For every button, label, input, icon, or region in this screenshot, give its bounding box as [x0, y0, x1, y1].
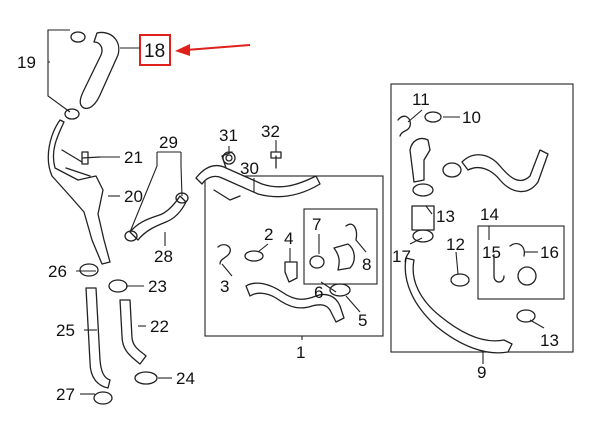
callout-19: 19	[17, 53, 36, 72]
callout-13b: 13	[540, 331, 559, 350]
clamp-26	[79, 263, 99, 277]
pipe-22	[119, 299, 147, 365]
callout-9: 9	[477, 363, 486, 382]
callout-3: 3	[220, 277, 229, 296]
callout-18: 18	[144, 41, 165, 62]
clamp-12	[450, 273, 470, 287]
pipe-9-upper	[409, 137, 431, 183]
callout-16: 16	[540, 243, 559, 262]
clamp-13a	[412, 183, 434, 197]
callout-10: 10	[462, 108, 481, 127]
bolt-21	[81, 151, 101, 165]
seal-2	[244, 250, 264, 262]
clip-8	[345, 223, 358, 241]
seal-7	[309, 255, 325, 269]
seal-16	[517, 266, 537, 286]
callout-15: 15	[482, 243, 501, 262]
ring-31-inner	[225, 154, 233, 162]
bolt-32	[270, 151, 282, 169]
callout-2: 2	[264, 225, 273, 244]
seal-10	[424, 111, 442, 123]
callout-21: 21	[124, 148, 143, 167]
callout-32: 32	[261, 122, 280, 141]
clamp-5	[329, 283, 351, 297]
callout-11: 11	[412, 90, 430, 109]
clip-15	[493, 257, 505, 283]
hose-9-right	[461, 149, 549, 193]
callout-26: 26	[48, 262, 67, 281]
callout-27: 27	[56, 385, 75, 404]
callout-6: 6	[314, 283, 323, 302]
callout-24: 24	[176, 369, 195, 388]
tee-13	[411, 205, 435, 231]
pipe-20	[47, 119, 111, 265]
clamp-top	[70, 31, 86, 43]
clamp-lower	[64, 108, 80, 120]
clip-16	[509, 242, 525, 257]
callout-13a: 13	[436, 207, 455, 226]
pipe-9-lower	[404, 257, 513, 354]
group-box-14-16	[477, 225, 565, 300]
clip-3	[217, 244, 231, 265]
pipe-30	[195, 164, 321, 198]
callout-4: 4	[284, 229, 293, 248]
pipe-30-bracket	[213, 151, 241, 201]
clamp-9-upper	[442, 162, 462, 178]
callout-23: 23	[148, 277, 167, 296]
callout-14: 14	[480, 205, 499, 224]
bracket-4	[284, 261, 298, 283]
clip-11	[397, 115, 411, 137]
callout-17: 17	[392, 247, 411, 266]
group-box-9	[390, 83, 574, 353]
elbow-6	[333, 243, 355, 271]
leader-lines	[47, 29, 545, 395]
hose-18	[79, 31, 120, 110]
callout-20: 20	[124, 187, 143, 206]
callout-29: 29	[159, 133, 178, 152]
callout-31: 31	[219, 126, 238, 145]
callout-12: 12	[446, 235, 465, 254]
pipe-25	[85, 287, 111, 389]
pipe-20-detail	[61, 149, 91, 177]
callout-28: 28	[154, 247, 173, 266]
callout-30: 30	[240, 159, 259, 178]
clamp-27	[93, 391, 113, 405]
callout-numbers: 19 21 20 26 23 25 22 24 27 29 28 31 32 3…	[17, 53, 559, 404]
highlight-arrow-head	[175, 44, 190, 56]
group-box-1	[204, 175, 384, 337]
hose-1	[245, 282, 345, 323]
clamp-13b	[516, 309, 536, 323]
callout-5: 5	[358, 311, 367, 330]
callout-8: 8	[362, 255, 371, 274]
clamp-24	[134, 371, 158, 385]
highlight-arrow-line	[185, 44, 251, 51]
clamp-23	[108, 279, 128, 293]
highlight-box-18	[139, 34, 171, 66]
callout-22: 22	[150, 317, 169, 336]
callout-25: 25	[56, 321, 75, 340]
clamp-17	[412, 229, 434, 243]
callout-7: 7	[312, 215, 321, 234]
callout-1: 1	[296, 343, 305, 362]
